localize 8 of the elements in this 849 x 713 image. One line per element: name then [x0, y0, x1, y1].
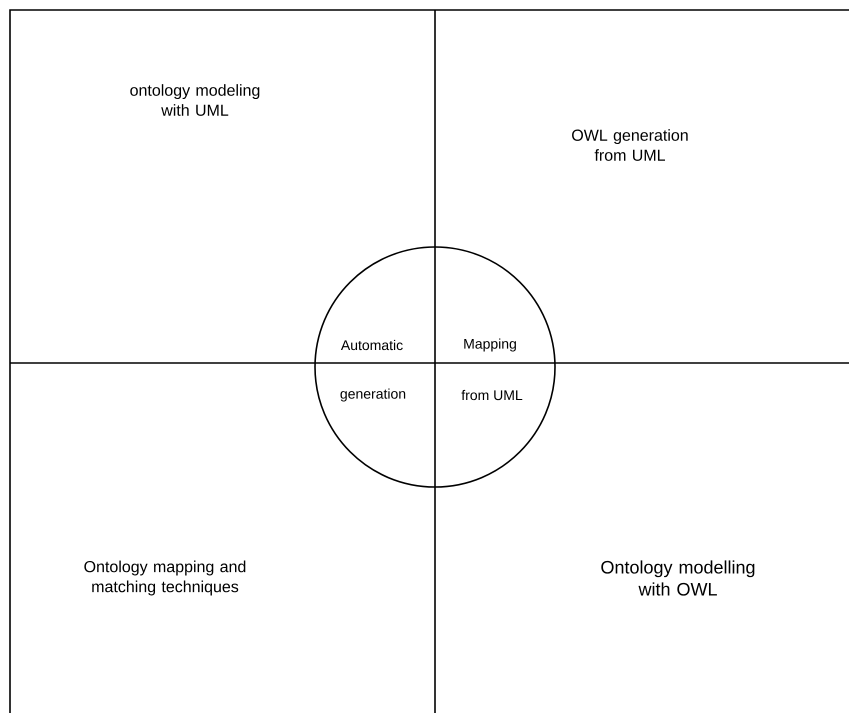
circle-label: Automatic: [340, 338, 404, 352]
quadrant-label: ontology modeling with UML: [130, 84, 260, 116]
quadrant-label: OWL generation from UML: [572, 129, 688, 161]
circle-label: from UML: [460, 388, 524, 402]
circle-label: Mapping: [462, 337, 518, 353]
circle-label: generation: [338, 387, 408, 403]
quadrant-label: Ontology modelling with OWL: [601, 560, 754, 596]
quadrant-label: Ontology mapping and matching techniques: [84, 560, 246, 596]
